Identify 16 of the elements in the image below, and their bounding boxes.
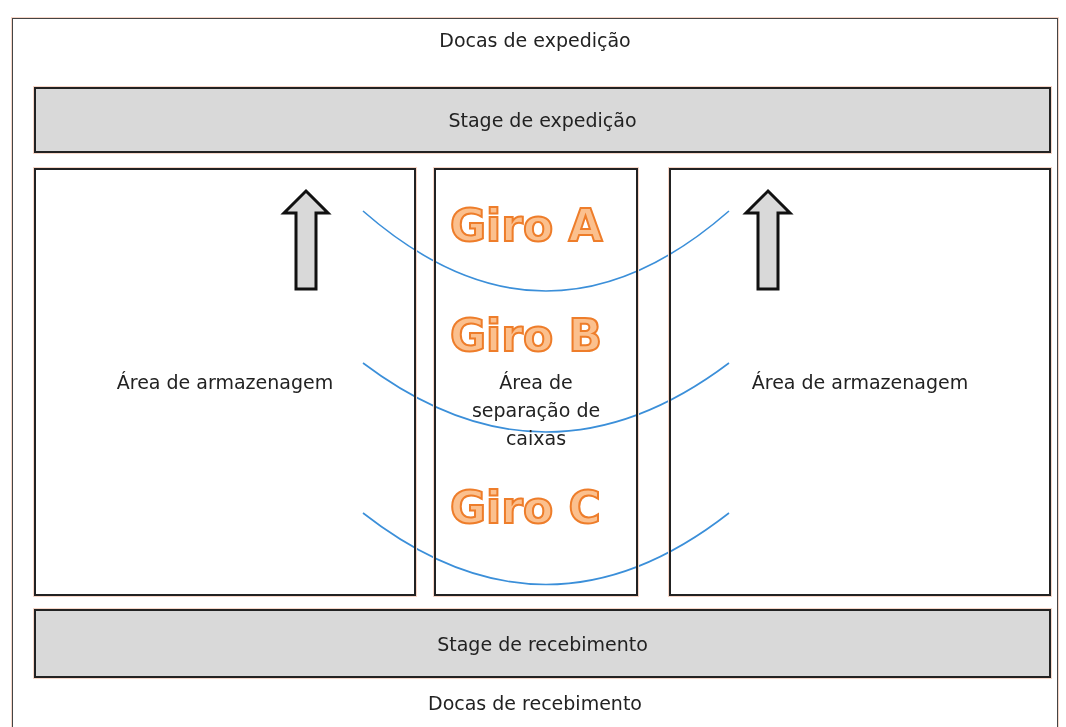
staging-band (34, 87, 1051, 153)
storage-area (434, 168, 638, 596)
zone-label: Giro B (450, 310, 602, 361)
band-label: Stage de recebimento (436, 633, 649, 655)
area-label: Área de separação de caixas (470, 370, 602, 451)
warehouse-frame (12, 18, 1058, 727)
dock-label: Docas de recebimento (427, 692, 643, 714)
storage-area (34, 168, 416, 596)
band-label: Stage de expedição (447, 109, 638, 131)
zone-label: Giro A (450, 200, 603, 251)
staging-band (34, 609, 1051, 678)
storage-area (669, 168, 1051, 596)
zone-label: Giro C (450, 482, 601, 533)
area-label: Área de armazenagem (750, 370, 970, 395)
area-label: Área de armazenagem (115, 370, 335, 395)
dock-label: Docas de expedição (438, 29, 632, 51)
